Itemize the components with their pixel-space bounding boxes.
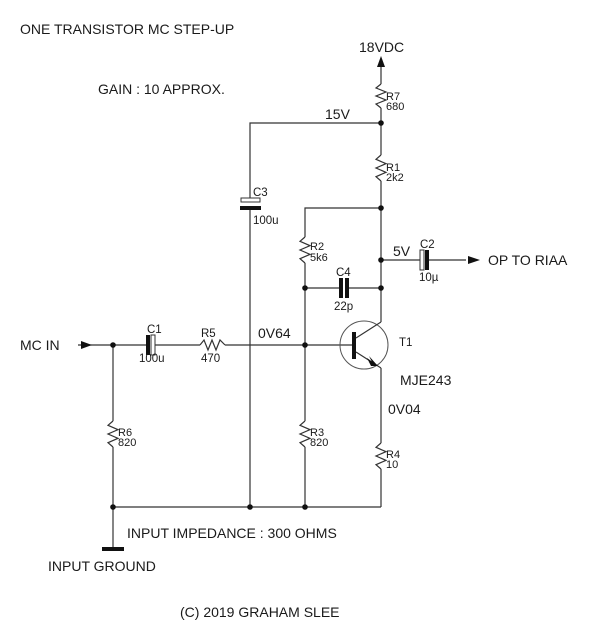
r2-ref: R2 [310, 241, 324, 253]
c3-plate-positive [240, 197, 261, 203]
collector-voltage-label: 5V [393, 243, 411, 259]
rail-voltage-label: 15V [325, 106, 351, 122]
input-label: MC IN [20, 337, 60, 353]
resistors [106, 83, 388, 470]
c2-plate-positive [419, 249, 425, 271]
r1-ref: R1 [386, 162, 400, 174]
c2-ref: C2 [420, 239, 435, 251]
transistor-t1: T1 MJE243 [339, 320, 452, 388]
r5-value: 470 [201, 353, 220, 365]
junction-c4-left [302, 285, 308, 291]
resistor-r4-symbol [374, 442, 388, 470]
supply-arrow-icon [377, 56, 385, 67]
capacitor-c4: C4 22p [334, 267, 353, 313]
c2-value: 10µ [419, 272, 439, 284]
junction-input [110, 342, 116, 348]
c1-plate-negative [146, 335, 150, 355]
c1-ref: C1 [147, 324, 162, 336]
ground-label: INPUT GROUND [48, 558, 156, 574]
junction-15v [378, 120, 384, 126]
input-arrow-icon [81, 341, 92, 349]
junction-r2-top [378, 205, 384, 211]
resistor-r2-symbol [298, 236, 312, 264]
resistor-r7-symbol [374, 83, 388, 109]
t1-envelope [339, 320, 389, 370]
supply-label: 18VDC [359, 39, 404, 55]
c3-value: 100u [253, 215, 279, 227]
c1-value: 100u [139, 353, 165, 365]
t1-base-bar [352, 332, 356, 359]
gain-note: GAIN : 10 APPROX. [98, 81, 225, 97]
t1-collector-lead [355, 321, 382, 339]
capacitor-c2: C2 10µ [419, 239, 439, 284]
resistor-r6-symbol [106, 420, 120, 448]
input-impedance-note: INPUT IMPEDANCE : 300 OHMS [127, 525, 337, 541]
r3-value: 820 [310, 437, 328, 449]
r2-value: 5k6 [310, 252, 328, 264]
c4-value: 22p [334, 301, 353, 313]
junction-ground-left [110, 504, 116, 510]
junctions [110, 120, 384, 510]
r5-ref: R5 [201, 328, 216, 340]
junction-base [302, 342, 308, 348]
t1-ref: T1 [399, 337, 412, 349]
r3-ref: R3 [310, 427, 324, 439]
c1-plate-positive [150, 334, 156, 356]
c2-plate-negative [425, 250, 429, 270]
output-label: OP TO RIAA [488, 252, 568, 268]
c4-plate-right [345, 278, 349, 298]
emitter-voltage-label: 0V04 [388, 401, 421, 417]
ground-symbol-icon [102, 547, 124, 551]
output-arrow-icon [468, 256, 480, 264]
c3-ref: C3 [253, 187, 268, 199]
t1-part-number: MJE243 [400, 372, 452, 388]
r6-ref: R6 [118, 427, 132, 439]
capacitor-c1: C1 100u [139, 324, 165, 365]
base-voltage-label: 0V64 [258, 325, 291, 341]
junction-ground-c3 [247, 504, 253, 510]
t1-emitter-arrow-icon [366, 356, 377, 365]
resistor-r3-symbol [298, 420, 312, 448]
resistor-r5-symbol [199, 338, 226, 352]
r4-ref: R4 [386, 449, 400, 461]
r1-value: 2k2 [386, 172, 404, 184]
wire-15v-c3 [249, 122, 381, 198]
copyright: (C) 2019 GRAHAM SLEE [180, 604, 340, 620]
capacitor-c3: C3 100u [240, 187, 279, 227]
junction-c4-right [378, 285, 384, 291]
r6-value: 820 [118, 437, 136, 449]
wire-r2-top [304, 207, 381, 237]
t1-emitter-arrowhead [367, 358, 378, 366]
schematic-title: ONE TRANSISTOR MC STEP-UP [20, 21, 234, 37]
c4-plate-left [339, 278, 343, 298]
r7-value: 680 [386, 101, 404, 113]
junction-ground-r3 [302, 504, 308, 510]
r7-ref: R7 [386, 91, 400, 103]
resistor-r1-symbol [374, 154, 388, 182]
junction-output [378, 257, 384, 263]
wires [78, 66, 466, 548]
c3-plate-negative [240, 206, 261, 210]
r4-value: 10 [386, 459, 398, 471]
c4-ref: C4 [336, 267, 351, 279]
